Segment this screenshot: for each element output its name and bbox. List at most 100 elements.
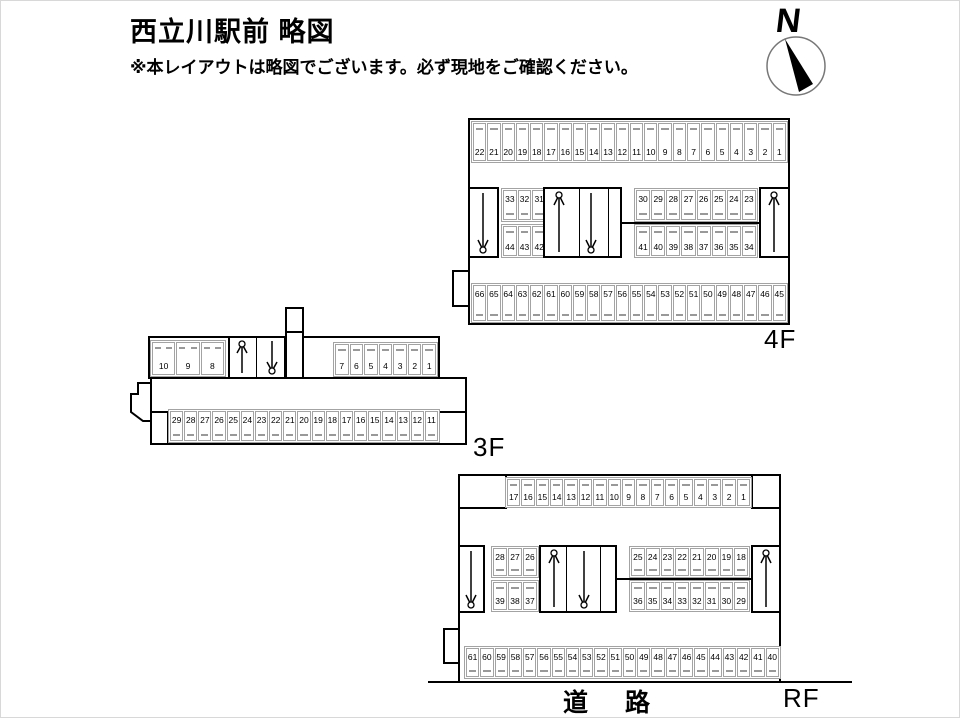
- space-dash-line: [693, 587, 701, 589]
- parking-space: 25: [711, 190, 726, 220]
- parking-space: 9: [176, 342, 200, 375]
- parking-space: 22: [675, 548, 689, 576]
- parking-space: 55: [629, 285, 644, 321]
- space-dash-line: [761, 128, 769, 130]
- space-dash-line: [583, 670, 591, 672]
- space-number: 9: [626, 491, 631, 502]
- blank-bay-rf-topright: [751, 474, 781, 509]
- space-dash-line: [490, 314, 498, 316]
- space-number: 66: [474, 289, 485, 299]
- space-dash-line: [611, 670, 619, 672]
- parking-space: 2: [407, 344, 422, 375]
- space-number: 30: [638, 194, 648, 204]
- space-dash-line: [689, 314, 698, 316]
- space-number: 17: [546, 146, 556, 157]
- space-dash-line: [668, 670, 676, 672]
- parking-space: 21: [487, 123, 501, 161]
- space-dash-line: [357, 434, 365, 436]
- space-number: 26: [698, 194, 709, 204]
- space-number: 12: [580, 491, 591, 502]
- space-number: 4: [734, 146, 739, 157]
- parking-space: 61: [544, 285, 558, 321]
- space-number: 1: [776, 146, 782, 157]
- space-dash-line: [328, 434, 336, 436]
- parking-space: 59: [572, 285, 587, 321]
- parking-space: 4: [693, 479, 708, 506]
- space-number: 50: [624, 652, 635, 662]
- space-number: 58: [589, 289, 599, 299]
- space-number: 50: [703, 289, 713, 299]
- space-dash-line: [729, 231, 738, 233]
- space-dash-line: [425, 349, 434, 351]
- parking-space: 47: [744, 285, 758, 321]
- parking-space: 16: [521, 479, 535, 506]
- space-number: 28: [186, 415, 196, 425]
- space-dash-line: [714, 231, 723, 233]
- space-dash-line: [618, 128, 626, 130]
- parking-space: 33: [503, 190, 517, 220]
- space-number: 14: [589, 146, 599, 157]
- space-number: 43: [519, 241, 530, 252]
- space-dash-line: [711, 670, 719, 672]
- parking-space: 14: [587, 123, 601, 161]
- space-number: 51: [688, 289, 699, 299]
- space-number: 34: [744, 241, 754, 252]
- space-dash-line: [739, 484, 748, 486]
- parking-space: 51: [686, 285, 701, 321]
- space-dash-line: [590, 128, 598, 130]
- space-dash-line: [518, 128, 527, 130]
- parking-space: 13: [396, 411, 410, 441]
- space-number: 61: [467, 652, 478, 662]
- parking-space: 31: [704, 582, 719, 610]
- space-number: 51: [610, 652, 621, 662]
- parking-space: 12: [410, 411, 424, 441]
- space-dash-line: [663, 569, 672, 571]
- space-dash-line: [747, 128, 755, 130]
- parking-space: 19: [719, 548, 734, 576]
- space-dash-line: [704, 128, 712, 130]
- space-number: 32: [519, 194, 530, 204]
- space-dash-line: [722, 569, 731, 571]
- space-number: 17: [341, 415, 352, 425]
- space-number: 54: [646, 289, 656, 299]
- parking-space: 39: [493, 582, 507, 610]
- ramp-arrow-up-icon: [236, 340, 248, 373]
- parking-space: 39: [666, 226, 681, 256]
- parking-space: 38: [508, 582, 522, 610]
- space-number: 16: [355, 415, 366, 425]
- compass-needle-icon: [766, 36, 826, 96]
- space-number: 36: [713, 241, 724, 252]
- space-number: 21: [489, 146, 499, 157]
- space-dash-line: [506, 231, 514, 233]
- space-dash-line: [173, 434, 181, 436]
- parking-space: 15: [572, 123, 587, 161]
- space-number: 46: [681, 652, 692, 662]
- parking-space: 22: [473, 123, 487, 161]
- space-dash-line: [775, 128, 783, 130]
- parking-space: 12: [578, 479, 593, 506]
- space-number: 11: [426, 415, 436, 425]
- parking-space: 17: [544, 123, 558, 161]
- space-number: 10: [609, 491, 619, 502]
- space-dash-line: [561, 314, 569, 316]
- ramp-3f: [228, 336, 286, 379]
- space-dash-line: [524, 484, 532, 486]
- space-number: 57: [524, 652, 535, 662]
- parking-space: 18: [530, 123, 544, 161]
- space-number: 8: [209, 360, 215, 371]
- space-number: 58: [510, 652, 521, 662]
- parking-space: 23: [254, 411, 269, 441]
- space-dash-line: [427, 434, 435, 436]
- space-dash-line: [647, 128, 655, 130]
- parking-space: 50: [701, 285, 715, 321]
- space-number: 37: [698, 241, 709, 252]
- space-dash-line: [179, 347, 197, 349]
- space-number: 20: [503, 146, 513, 157]
- space-number: 52: [596, 652, 606, 662]
- parking-space: 20: [704, 548, 719, 576]
- space-number: 60: [482, 652, 492, 662]
